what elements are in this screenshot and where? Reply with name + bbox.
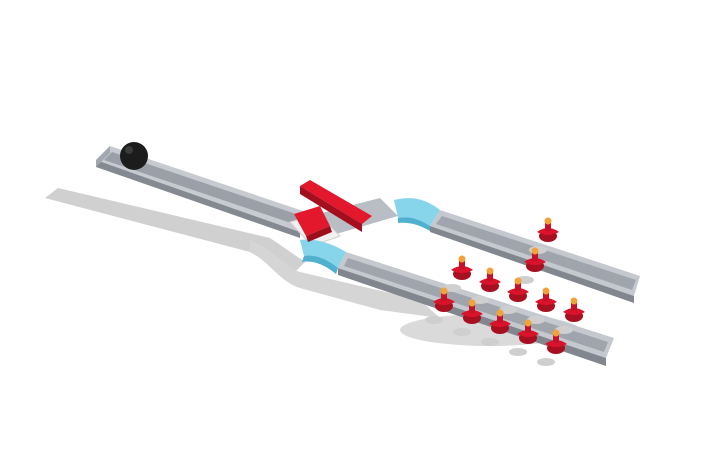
pin-shadow <box>537 358 555 366</box>
pin-stem <box>553 334 559 343</box>
pin-top <box>542 287 550 295</box>
pin-shadow <box>509 348 527 356</box>
pin-body <box>433 298 455 305</box>
pin[interactable] <box>453 299 483 337</box>
pin-stem <box>525 324 531 333</box>
pin-body <box>451 266 473 273</box>
branch-shadow <box>250 240 440 318</box>
pin-stem <box>441 292 447 301</box>
pin-stem <box>532 252 538 261</box>
pin-stem <box>459 260 465 269</box>
pins-group <box>425 217 585 367</box>
pin-body <box>545 340 567 347</box>
main-track-end <box>96 146 110 167</box>
pin-stem <box>543 292 549 301</box>
main-track-shadow <box>45 188 305 275</box>
pin-top <box>570 297 578 305</box>
pin-shadow <box>453 328 471 336</box>
pin-stem <box>497 314 503 323</box>
pin[interactable] <box>509 319 539 357</box>
ball[interactable] <box>120 142 148 170</box>
pin-body <box>489 320 511 327</box>
pin-stem <box>545 222 551 231</box>
pin[interactable] <box>527 287 557 325</box>
ball-highlight <box>125 146 133 154</box>
pin-shadow <box>555 326 573 334</box>
lower-branch-straight-groove <box>344 258 608 352</box>
gate-pivot-shade <box>306 226 332 242</box>
pin-shadow <box>425 316 443 324</box>
pin-shadow <box>471 296 489 304</box>
pin[interactable] <box>555 297 585 335</box>
pin-stem <box>571 302 577 311</box>
pin-stem <box>487 272 493 281</box>
pin-shadow <box>443 284 461 292</box>
pin[interactable] <box>471 267 501 305</box>
gate-lever-side <box>300 186 362 232</box>
pin[interactable] <box>481 309 511 347</box>
pin-shadow <box>499 306 517 314</box>
pin-body <box>479 278 501 285</box>
pin-top <box>514 277 522 285</box>
pin[interactable] <box>499 277 529 315</box>
pin-body <box>537 228 559 235</box>
pin-top <box>486 267 494 275</box>
pin-shadow <box>481 338 499 346</box>
pin-top <box>458 255 466 263</box>
pin-top <box>552 329 560 337</box>
lower-branch-curve-edge <box>302 255 338 274</box>
pin-stem <box>515 282 521 291</box>
ball-body <box>120 142 148 170</box>
pin-body <box>507 288 529 295</box>
main-track-groove <box>104 152 308 226</box>
pin-shadow <box>527 316 545 324</box>
pin-top <box>544 217 552 225</box>
upper-branch-curve <box>394 198 440 226</box>
pin-top <box>531 247 539 255</box>
switch-gate[interactable] <box>294 180 372 242</box>
gate-lever-top <box>300 180 372 224</box>
gate-pivot <box>294 206 330 236</box>
pin-body <box>461 310 483 317</box>
pin-top <box>524 319 532 327</box>
main-track[interactable] <box>96 146 312 238</box>
pin[interactable] <box>425 287 455 325</box>
upper-branch-curve-edge <box>398 217 430 231</box>
pin-top <box>440 287 448 295</box>
pin-top <box>468 299 476 307</box>
pin-stem <box>469 304 475 313</box>
pin-top <box>496 309 504 317</box>
pin[interactable] <box>537 329 567 367</box>
pin-body <box>517 330 539 337</box>
lower-branch-curve <box>300 239 346 268</box>
main-track-side <box>96 160 300 238</box>
pin[interactable] <box>443 255 473 293</box>
pin-body <box>563 308 585 315</box>
pin-body <box>524 258 546 265</box>
pin-body <box>535 298 557 305</box>
